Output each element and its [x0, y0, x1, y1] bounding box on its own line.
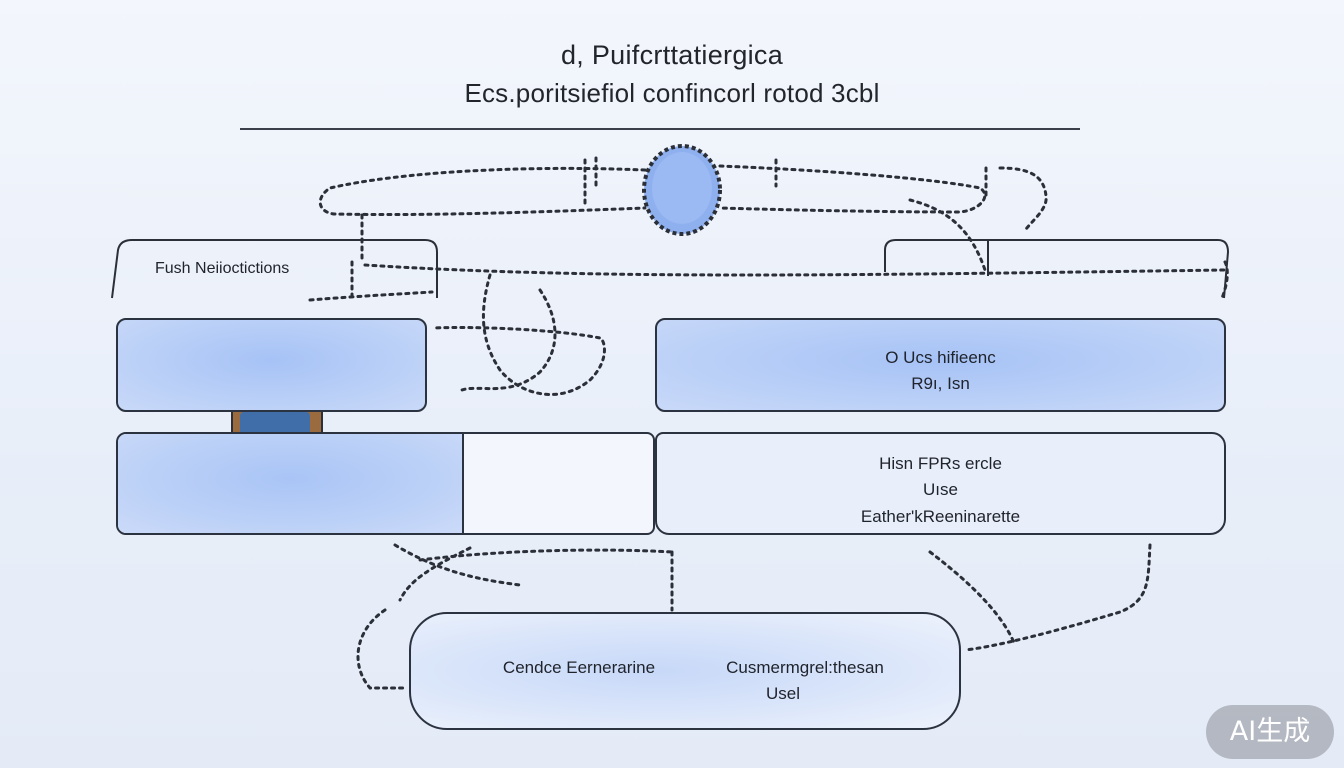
middle-right-box: [655, 318, 1226, 412]
circle-node-icon: [642, 144, 722, 236]
bottom-right-line2: Usel: [765, 684, 800, 703]
connector-circle-down: [908, 198, 987, 272]
page-title: d, Puifcrttatiergica: [560, 40, 784, 70]
lower-right-box: [655, 432, 1226, 535]
middle-left-box: [116, 318, 427, 412]
connector-top-hook: [583, 156, 1048, 234]
connector-mid-horizontal: [363, 263, 1227, 277]
connector-bottom-left: [393, 543, 674, 612]
connector-loop-center: [430, 273, 606, 396]
connector-bottom-left-curve: [356, 608, 407, 690]
bottom-pill-box: [409, 612, 961, 730]
connector-left-drop: [308, 213, 434, 302]
lower-right-line1: Hisn FPRs ercle: [879, 454, 1002, 473]
lower-right-line3: Eather'kReeninarette: [860, 507, 1021, 526]
connector-bottom-right: [928, 543, 1152, 652]
page-subtitle: Ecs.poritsiefiol confincorl rotod 3cbl: [464, 78, 880, 108]
top-right-tab-outline: [884, 239, 1230, 299]
top-left-tab-label: Fush Neiioctictions: [155, 260, 290, 277]
middle-right-line1: O Ucs hifieenc: [885, 348, 996, 367]
bottom-left-label: Cendce Eernerarine: [502, 658, 656, 677]
bottom-right-line1: Cusmermgrel:thesan: [726, 658, 884, 677]
lower-left-blue-cell: [118, 434, 464, 533]
middle-right-line2: R9ı, Isn: [911, 374, 970, 393]
top-left-tab-outline: [111, 239, 438, 299]
ai-generated-watermark: AI生成: [1206, 705, 1334, 759]
connector-top-arc-right: [718, 164, 987, 214]
connector-top-arc-left: [318, 166, 647, 217]
lower-right-line2: Uıse: [923, 480, 958, 499]
